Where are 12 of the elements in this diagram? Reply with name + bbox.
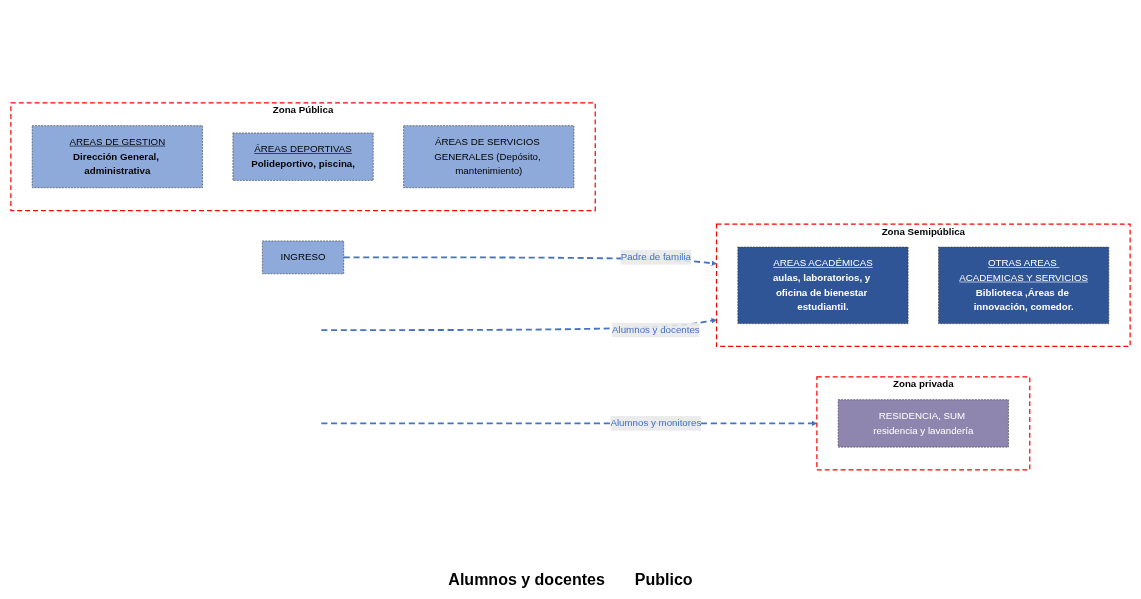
- edge-label: Alumnos y monitores: [610, 418, 702, 429]
- note-text: Alumnos y docentes: [448, 571, 605, 589]
- node-box: AREAS ACADÉMICAS aulas, laboratorios, y oficina de bienestar estudiantil.: [737, 246, 909, 325]
- node-box: ÁREAS DE SERVICIOS GENERALES (Depósito, mantenimiento): [403, 125, 575, 189]
- node-box: AREAS DE GESTION Dirección General, administrativa: [31, 125, 203, 189]
- node-box: ÁREAS DEPORTIVAS Polideportivo, piscina,: [232, 132, 374, 181]
- node-box: RESIDENCIA, SUM residencia y lavandería: [837, 399, 1009, 448]
- edge-label: Alumnos y docentes: [612, 324, 700, 336]
- edge-label: Padre de familia: [620, 251, 692, 263]
- node-box: OTRAS AREAS ACADEMICAS Y SERVICIOS Biblioteca ,Áreas de innovación, comedor.: [938, 246, 1110, 325]
- node-box: INGRESO: [262, 240, 345, 275]
- note-text: Publico: [634, 571, 693, 589]
